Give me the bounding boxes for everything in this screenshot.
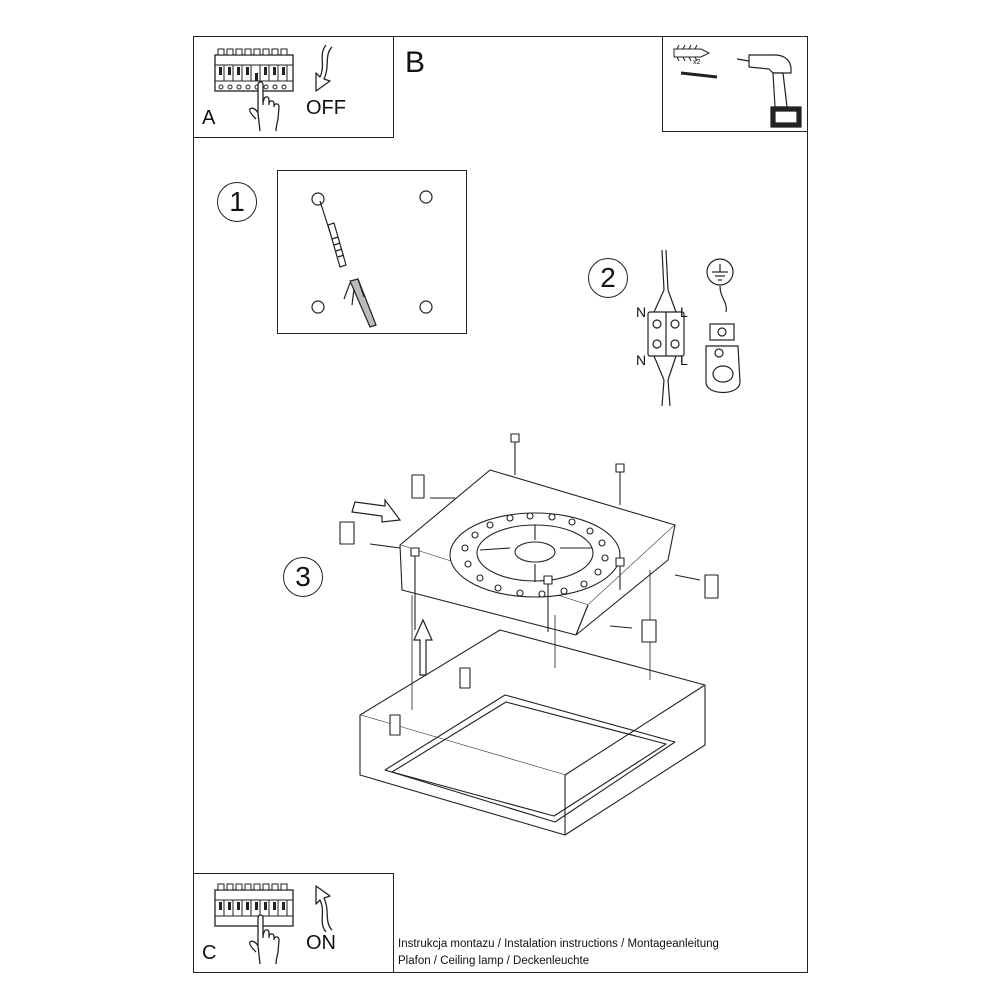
panel-c-power-on: ON C (193, 873, 394, 973)
step-1-diagram (277, 170, 467, 334)
page-frame (193, 36, 808, 973)
mounting-holes-plate (311, 190, 433, 328)
curved-arrow-down-icon (315, 44, 333, 92)
panel-b-letter: B (405, 46, 426, 79)
tools-box: x2 (662, 36, 808, 132)
hand-icon (248, 81, 280, 132)
step-2-marker: 2 (588, 258, 628, 298)
arrow-up-icon (413, 618, 433, 676)
step-3-marker: 3 (283, 557, 323, 597)
caption-line-2: Plafon / Ceiling lamp / Deckenleuchte (398, 955, 590, 967)
power-on-label: ON (306, 932, 336, 954)
step-1-marker: 1 (217, 182, 257, 222)
circuit-breaker-icon (214, 883, 294, 927)
panel-c-letter: C (202, 942, 217, 964)
wall-plug-icon (673, 44, 718, 79)
screw-icon (410, 433, 625, 632)
panel-a-letter: A (202, 107, 216, 129)
terminal-n-top-label: N (636, 304, 647, 320)
step-3-number: 3 (295, 561, 311, 592)
diffuser-panel (384, 694, 676, 823)
arrow-right-icon (351, 498, 402, 523)
terminal-n-bottom-label: N (636, 352, 647, 368)
anchor-quantity-label: x2 (693, 59, 701, 66)
step-2-number: 2 (600, 262, 616, 293)
ground-symbol-icon (706, 258, 734, 313)
step-1-number: 1 (229, 186, 245, 217)
lamp-assembly-diagram (339, 433, 719, 836)
circuit-breaker-icon (214, 48, 294, 92)
power-off-label: OFF (306, 97, 346, 119)
curved-arrow-up-icon (315, 885, 333, 933)
terminal-l-top-label: L (680, 304, 688, 320)
wiring-diagram (647, 249, 741, 407)
panel-a-power-off: OFF A (193, 36, 394, 138)
drill-icon (736, 54, 802, 128)
caption-line-1: Instrukcja montazu / Instalation instruc… (398, 938, 719, 950)
screw-and-anchor-icon (319, 200, 377, 328)
ground-terminal-icon (705, 323, 741, 394)
hand-icon (248, 914, 280, 965)
terminal-l-bottom-label: L (680, 352, 688, 368)
